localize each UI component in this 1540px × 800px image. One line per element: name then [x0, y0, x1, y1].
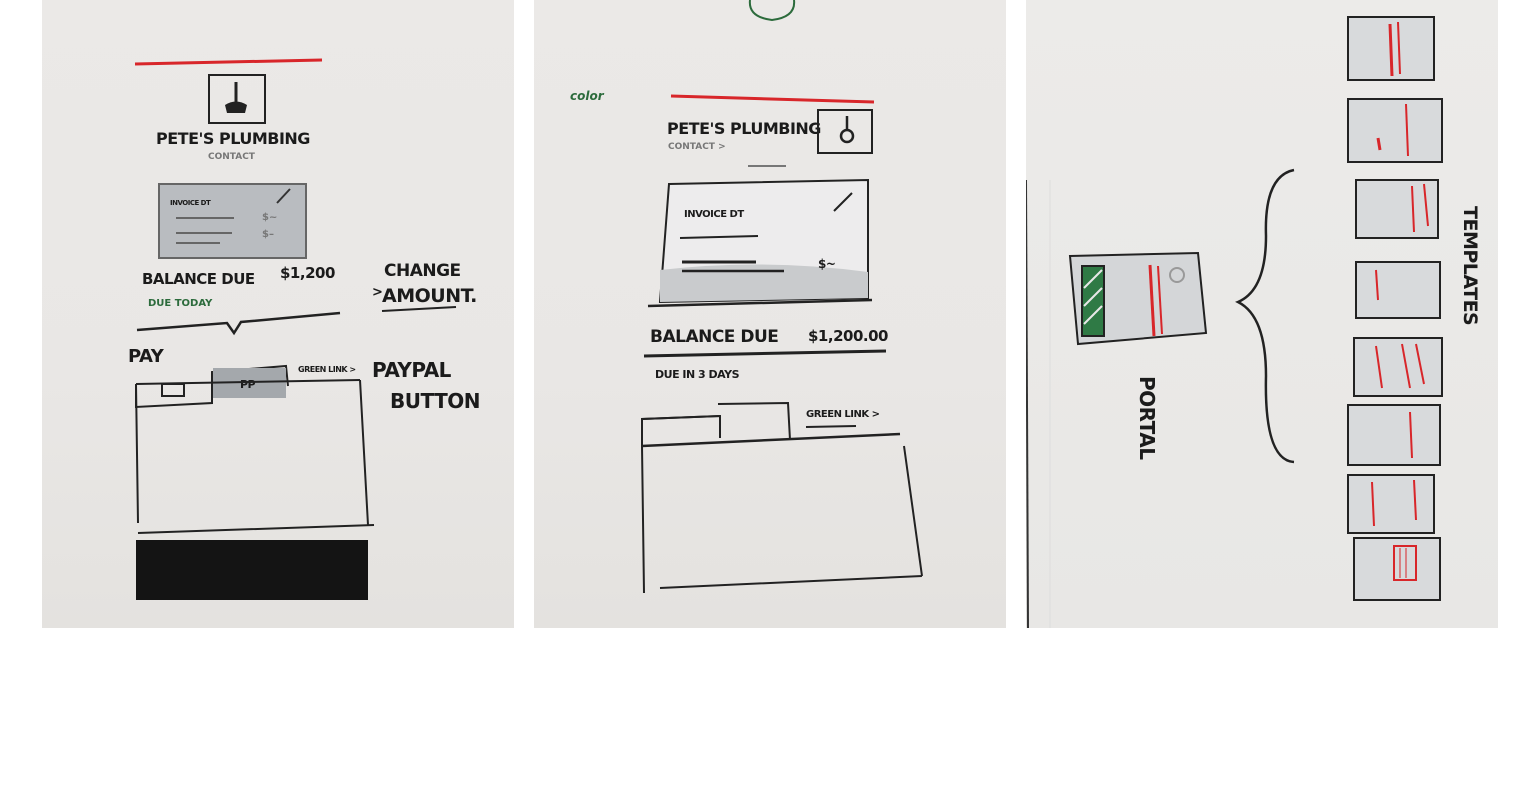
paypal-tab[interactable]	[720, 404, 788, 438]
logo-box	[817, 109, 873, 154]
change-amount-note-line1: CHANGE	[384, 261, 461, 281]
sketch-1-drawing: PETE'S PLUMBING CONTACT INVOICE DT $~ $–…	[128, 58, 480, 600]
invoice-card: INVOICE DT $~ $–	[158, 183, 307, 259]
invoice-label: INVOICE DT	[170, 199, 211, 207]
business-name: PETE'S PLUMBING	[156, 129, 310, 148]
plunger-icon	[839, 116, 855, 144]
template-thumbnail	[1347, 404, 1441, 466]
balance-due-label: BALANCE DUE	[650, 327, 778, 347]
sketch-photo-2: color PETE'S PLUMBING CONTACT > INVOICE …	[534, 0, 1006, 628]
invoice-label: INVOICE DT	[684, 209, 744, 220]
pay-button[interactable]	[136, 540, 368, 600]
balance-amount: $1,200	[280, 264, 335, 282]
template-thumbnail	[1347, 16, 1435, 81]
balance-due-label: BALANCE DUE	[142, 270, 255, 288]
expand-icon	[833, 192, 853, 212]
sketch-photo-3: PORTAL	[1026, 0, 1498, 628]
svg-text:$~: $~	[262, 212, 277, 223]
invoice-card: INVOICE DT $~	[658, 178, 869, 304]
brand-color-bar	[670, 94, 875, 104]
portal-label: PORTAL	[1135, 376, 1159, 460]
template-thumbnail	[1353, 337, 1443, 397]
color-note: color	[570, 89, 605, 103]
card-tab-icon[interactable]	[161, 383, 185, 397]
business-name: PETE'S PLUMBING	[667, 119, 821, 138]
paypal-button-note-line2: BUTTON	[390, 389, 480, 413]
change-amount-note-line2: AMOUNT.	[382, 285, 477, 307]
contact-link: CONTACT >	[668, 142, 726, 152]
template-thumbnail	[1347, 474, 1435, 534]
expand-icon	[276, 188, 291, 204]
green-link[interactable]: GREEN LINK >	[806, 409, 880, 420]
svg-text:$~: $~	[818, 257, 835, 271]
grouping-brace	[1235, 168, 1295, 464]
template-thumbnail	[1347, 98, 1443, 163]
brand-color-bar	[134, 58, 323, 66]
portal-thumbnail	[1068, 251, 1208, 346]
template-thumbnail	[1355, 179, 1439, 239]
contact-link: CONTACT	[208, 152, 256, 162]
due-today-label: DUE TODAY	[148, 298, 213, 309]
payment-tabs: PP	[135, 364, 361, 409]
svg-text:>: >	[372, 285, 382, 300]
template-thumbnails	[1347, 16, 1443, 601]
sketch-3-drawing: PORTAL	[1026, 16, 1481, 628]
paypal-tab-label: PP	[240, 378, 256, 391]
payment-form-box	[135, 379, 375, 534]
template-thumbnail	[1355, 261, 1441, 319]
templates-label: TEMPLATES	[1459, 206, 1481, 325]
plunger-icon	[225, 82, 247, 113]
pay-label: PAY	[128, 346, 165, 367]
green-link: GREEN LINK >	[298, 365, 356, 374]
svg-text:$–: $–	[262, 229, 274, 240]
due-label: DUE IN 3 DAYS	[655, 368, 740, 381]
sketch-2-drawing: color PETE'S PLUMBING CONTACT > INVOICE …	[570, 0, 923, 594]
paypal-button-note-line1: PAYPAL	[372, 358, 452, 382]
template-thumbnail	[1353, 537, 1441, 601]
payment-form	[641, 401, 923, 594]
sketch-photo-1: PETE'S PLUMBING CONTACT INVOICE DT $~ $–…	[42, 0, 514, 628]
card-tab[interactable]	[642, 420, 718, 444]
balance-amount: $1,200.00	[808, 327, 888, 345]
callout-divider	[136, 311, 341, 336]
logo-box	[208, 74, 266, 124]
